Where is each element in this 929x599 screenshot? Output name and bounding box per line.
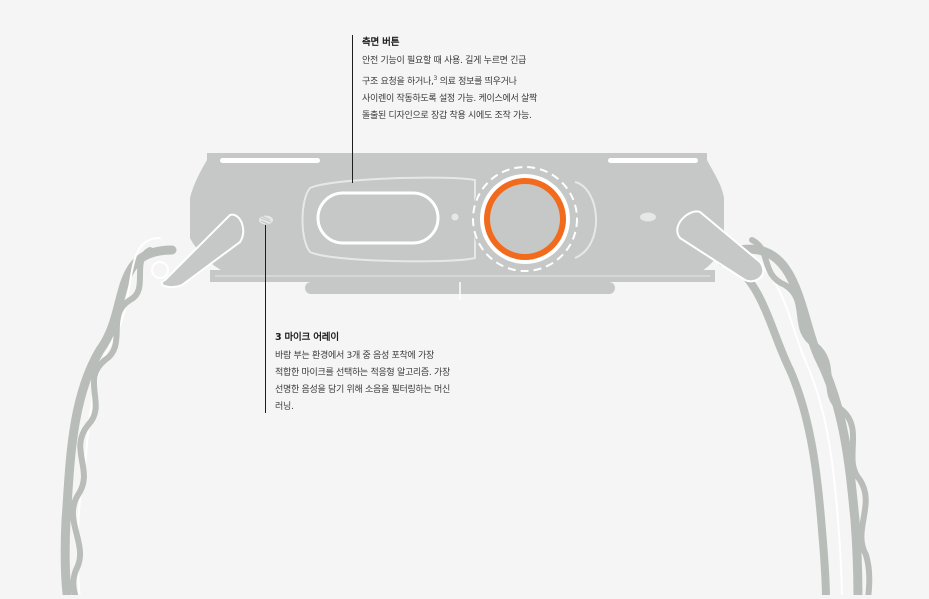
side-button-description: 안전 기능이 필요할 때 사용. 길게 누르면 긴급 구조 요청을 하거나,3 … xyxy=(362,56,537,121)
side-button-callout: 측면 버튼 안전 기능이 필요할 때 사용. 길게 누르면 긴급 구조 요청을 … xyxy=(362,34,602,125)
mic-array-description: 바람 부는 환경에서 3개 중 음성 포착에 가장 적합한 마이크를 선택하는 … xyxy=(275,351,450,412)
footnote-marker: 3 xyxy=(433,75,438,82)
band-lugs xyxy=(151,210,765,289)
mic-array-leader-line xyxy=(265,225,266,413)
watch-case xyxy=(190,153,724,300)
mic-array-callout: 3 마이크 어레이 바람 부는 환경에서 3개 중 음성 포착에 가장 적합한 … xyxy=(275,329,515,416)
mic-array-title: 3 마이크 어레이 xyxy=(275,332,339,343)
alpine-loop-band xyxy=(60,237,873,599)
side-button-leader-line xyxy=(352,35,353,183)
side-button-title: 측면 버튼 xyxy=(362,37,400,48)
digital-crown xyxy=(471,165,579,273)
